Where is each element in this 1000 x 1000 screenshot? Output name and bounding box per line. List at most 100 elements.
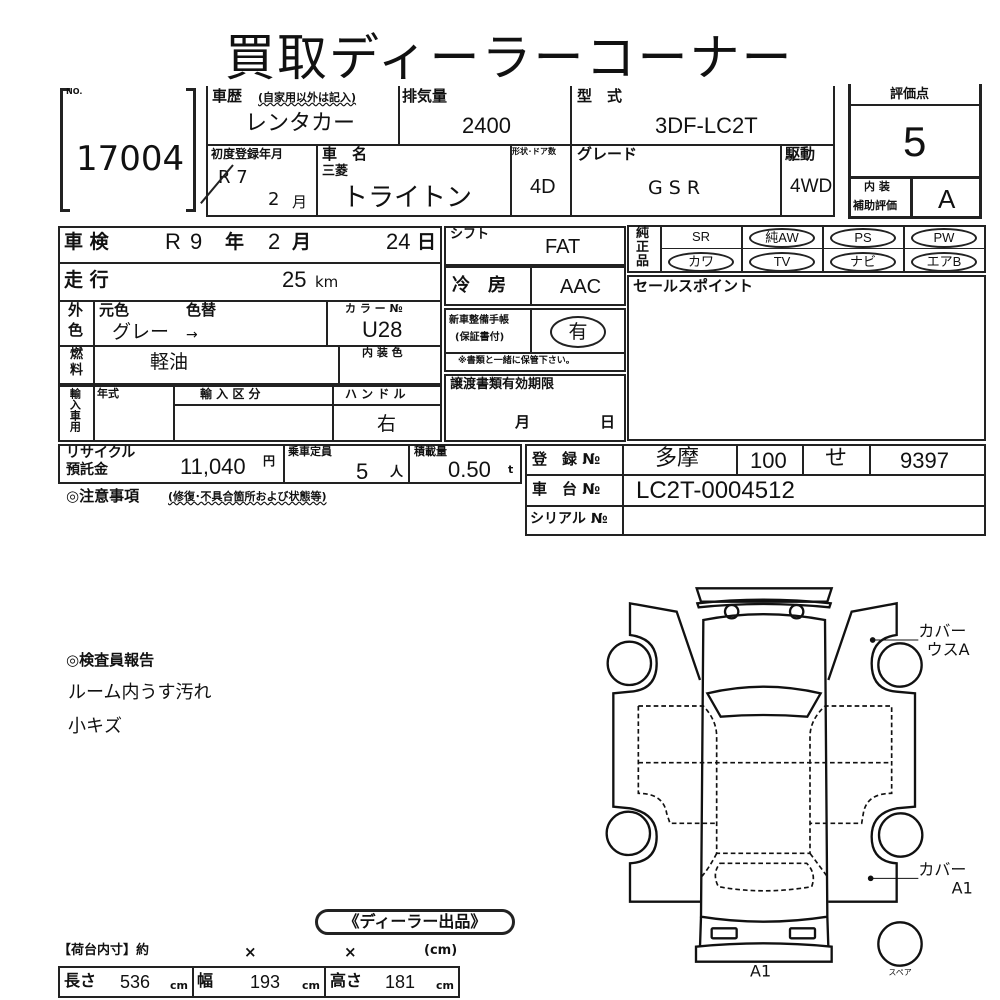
option-cell <box>903 249 984 273</box>
height-value: 181 <box>385 972 416 992</box>
manual-cell <box>444 308 626 372</box>
interior-divider <box>850 176 980 179</box>
option-cell <box>660 225 741 249</box>
interior-color-label: 内 装 色 <box>362 346 403 359</box>
option-8: エアB <box>911 252 977 272</box>
manual-note-line <box>444 352 626 354</box>
recycle-label-1: リサイクル <box>66 445 136 461</box>
chassis-value: LC2T-0004512 <box>636 477 795 504</box>
handle-value: 右 <box>377 413 397 435</box>
orig-color-value: グレー <box>112 321 170 343</box>
bed-unit: (cm) <box>424 943 458 958</box>
ac-cell <box>444 266 626 306</box>
bed-label: 【荷台内寸】約 <box>58 943 150 958</box>
headlight-left <box>723 603 740 620</box>
fuel-label-1: 燃 <box>70 347 84 362</box>
recycle-unit: 円 <box>263 454 276 468</box>
grade-label: グレード <box>577 145 638 163</box>
option-1: SR <box>691 229 711 244</box>
chassis-label: 車 台 № <box>532 480 601 498</box>
score-label: 評価点 <box>890 87 930 102</box>
car-maker: 三菱 <box>322 164 349 179</box>
history-note: (自家用以外は記入) <box>258 91 357 104</box>
transfer-label: 譲渡書類有効期限 <box>450 377 555 392</box>
option-4: PW <box>911 228 977 248</box>
damage-label-2b: A1 <box>952 878 973 897</box>
recycle-value: 11,040 <box>180 454 246 479</box>
length-label: 長さ <box>64 971 97 990</box>
first-reg-label: 初度登録年月 <box>211 147 284 161</box>
spare-label: スペア <box>888 968 911 977</box>
width-value: 193 <box>250 972 281 992</box>
sales-point-box <box>627 275 986 441</box>
transfer-month-unit: 月 <box>515 413 531 431</box>
capacity-value: 5 <box>356 459 369 484</box>
change-color-label: 色替 <box>186 301 217 319</box>
score-divider <box>850 104 980 106</box>
load-label: 積載量 <box>414 445 447 458</box>
body-value: 4D <box>530 176 556 198</box>
no-bracket-right <box>186 88 196 212</box>
displacement-value: 2400 <box>462 113 511 138</box>
right-side-panel <box>827 601 917 903</box>
transfer-cell <box>444 374 626 442</box>
fuel-row <box>58 345 442 385</box>
damage-label-1a: カバー <box>918 622 966 641</box>
body-label: 形状･ドア数 <box>512 147 556 156</box>
length-value: 536 <box>120 972 151 992</box>
sales-point-label: セールスポイント <box>633 277 754 295</box>
inspection-row <box>58 226 442 264</box>
import-row <box>58 385 442 442</box>
reg-row-line-2 <box>525 505 986 507</box>
ac-label: 冷 房 <box>452 275 506 296</box>
manual-note: ※書類と一緒に保管下さい。 <box>458 356 575 366</box>
option-cell <box>660 249 741 273</box>
first-reg-month: 2 <box>268 189 280 210</box>
fuel-label-2: 料 <box>70 363 84 378</box>
capacity-label: 乗車定員 <box>288 445 332 458</box>
manual-label-1: 新車整備手帳 <box>449 315 509 326</box>
width-unit: cm <box>302 979 320 992</box>
inspection-year: 9 <box>190 229 203 254</box>
inspection-day: 24 <box>386 229 411 254</box>
registration-table <box>525 444 986 536</box>
history-label: 車歴 <box>212 87 243 105</box>
exterior-label-col <box>93 300 95 385</box>
score-value: 5 <box>903 118 927 165</box>
car-body <box>699 613 829 923</box>
mileage-value: 25 <box>282 267 307 292</box>
handle-divider <box>332 385 334 441</box>
caution-note: (修復･不具合箇所および状態等) <box>168 490 327 503</box>
transfer-day-unit: 日 <box>600 413 616 431</box>
option-cell <box>741 225 822 249</box>
orig-color-label: 元色 <box>99 301 130 319</box>
interior-vdivider <box>910 176 913 218</box>
mileage-unit: km <box>315 273 339 291</box>
manual-label-2: (保証書付) <box>455 332 505 343</box>
bed-dims-table <box>58 966 460 998</box>
option-7: ナビ <box>830 252 896 272</box>
left-side-panel <box>612 601 702 903</box>
length-unit: cm <box>170 979 188 992</box>
inspector-label: ◎検査員報告 <box>66 651 155 669</box>
exterior-label-1: 外 <box>68 301 84 319</box>
shift-value: FAT <box>545 236 581 258</box>
grade-value: G S R <box>648 177 701 199</box>
drive-label: 駆動 <box>785 145 816 163</box>
mileage-label: 走 行 <box>64 269 109 291</box>
options-box <box>627 225 986 273</box>
options-label: 純正品 <box>636 226 650 269</box>
inspection-year-unit: 年 <box>225 231 245 253</box>
model-code-value: 3DF-LC2T <box>655 113 758 138</box>
color-no-label: カ ラ ー № <box>345 302 403 315</box>
option-3: PS <box>830 228 896 248</box>
height-label: 高さ <box>330 971 363 990</box>
reg-sub-1 <box>736 444 738 475</box>
damage-label-1b: ウスA <box>927 640 970 659</box>
front-bumper <box>695 587 834 603</box>
import-header-line <box>173 404 441 406</box>
no-bracket-left <box>60 88 70 212</box>
import-label: 輸入車用 <box>68 388 82 432</box>
inspector-line-1: ルーム内うす汚れ <box>68 682 212 703</box>
first-reg-month-unit: 月 <box>292 193 308 211</box>
